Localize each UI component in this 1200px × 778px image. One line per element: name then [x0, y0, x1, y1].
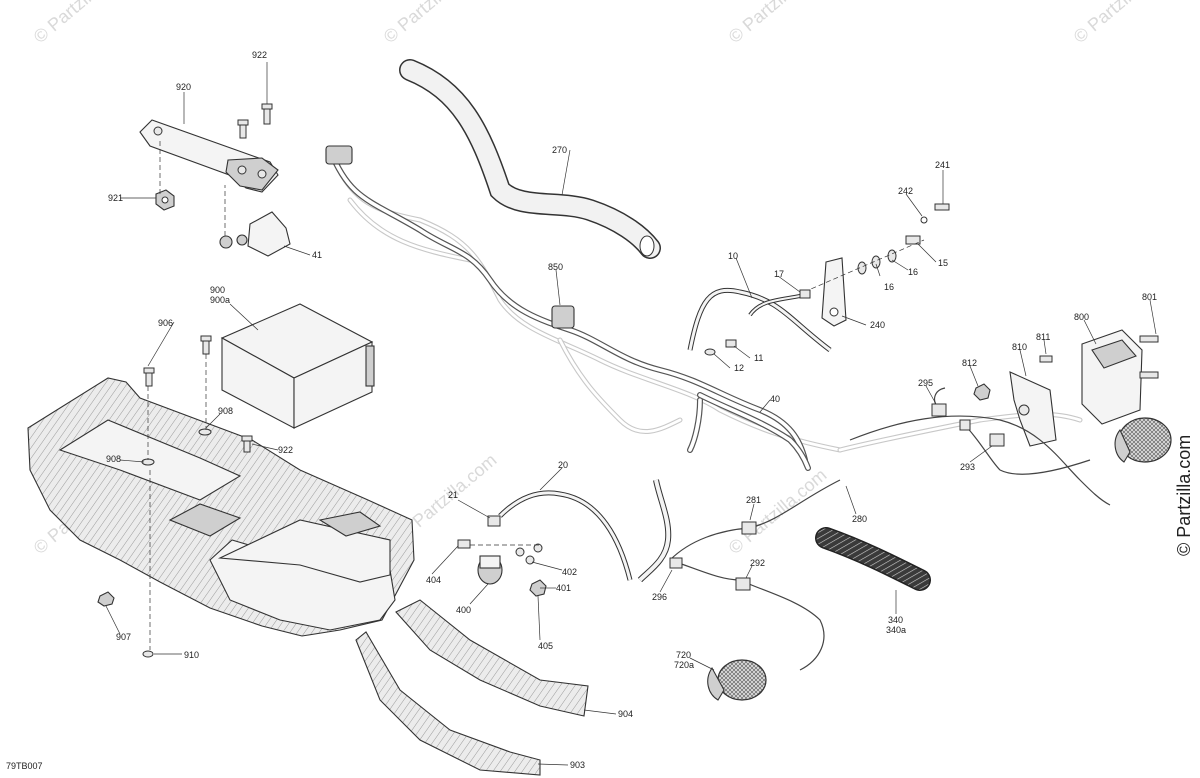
- callout-900: 900: [210, 285, 225, 295]
- callout-811: 811: [1036, 332, 1050, 342]
- callout-904: 904: [618, 709, 633, 719]
- callout-405: 405: [538, 641, 553, 651]
- corrugated-tube-340: [815, 527, 931, 591]
- watermark-text: © Partzilla.com: [380, 0, 486, 47]
- light-right: [1114, 417, 1172, 463]
- watermark-text: © Partzilla.com: [725, 0, 831, 47]
- callout-labels: 922 920 921 41 900 900a 906 908 922 908 …: [106, 50, 1157, 770]
- callout-907: 907: [116, 632, 131, 642]
- cable-20: [487, 479, 672, 583]
- callout-241: 241: [935, 160, 950, 170]
- callout-11: 11: [754, 353, 763, 363]
- callout-292: 292: [750, 558, 765, 568]
- callout-720: 720: [676, 650, 691, 660]
- callout-270: 270: [552, 145, 567, 155]
- callout-400: 400: [456, 605, 471, 615]
- tray-fasteners: [97, 335, 253, 658]
- bracket-810: [1009, 371, 1057, 447]
- callout-720a: 720a: [674, 660, 694, 670]
- watermark-text: © Partzilla.com: [30, 0, 136, 47]
- callout-16: 16: [908, 267, 918, 277]
- callout-921: 921: [108, 193, 123, 203]
- callout-900a: 900a: [210, 295, 230, 305]
- relay-400: [457, 539, 547, 597]
- callout-922: 922: [278, 445, 293, 455]
- callout-906: 906: [158, 318, 173, 328]
- callout-295: 295: [918, 378, 933, 388]
- bracket-240: [821, 257, 847, 327]
- washers-16: [857, 203, 950, 275]
- harness-right: [849, 387, 1111, 506]
- watermark-text: © Partzilla.com: [725, 465, 831, 558]
- panel-904: [395, 599, 589, 717]
- main-harness-850: [325, 145, 808, 463]
- callout-12: 12: [734, 363, 744, 373]
- callout-404: 404: [426, 575, 441, 585]
- air-duct-270: [399, 59, 661, 259]
- callout-903: 903: [570, 760, 585, 770]
- bolt-922-top: [237, 103, 273, 139]
- callout-17: 17: [774, 269, 784, 279]
- callout-920: 920: [176, 82, 191, 92]
- diagram-code: 79TB007: [6, 761, 43, 771]
- callout-401: 401: [556, 583, 571, 593]
- callout-280: 280: [852, 514, 867, 524]
- harness-lower: [669, 479, 841, 671]
- copyright-text: © Partzilla.com: [1174, 435, 1194, 556]
- cable-10: [687, 288, 832, 352]
- callout-922: 922: [252, 50, 267, 60]
- small-fasteners: [704, 289, 811, 356]
- callout-242: 242: [898, 186, 913, 196]
- callout-240: 240: [870, 320, 885, 330]
- callout-810: 810: [1012, 342, 1027, 352]
- callout-16: 16: [884, 282, 894, 292]
- battery-tray: [27, 377, 415, 637]
- nut-921: [155, 189, 175, 211]
- callout-801: 801: [1142, 292, 1157, 302]
- callout-40: 40: [770, 394, 780, 404]
- callout-908: 908: [218, 406, 233, 416]
- callout-908: 908: [106, 454, 121, 464]
- callout-296: 296: [652, 592, 667, 602]
- callout-293: 293: [960, 462, 975, 472]
- callout-812: 812: [962, 358, 977, 368]
- callout-10: 10: [728, 251, 738, 261]
- callout-41: 41: [312, 250, 322, 260]
- panel-903: [355, 631, 541, 776]
- callout-910: 910: [184, 650, 199, 660]
- harness-40: [697, 392, 811, 471]
- battery-900: [220, 303, 375, 429]
- watermark-text: © Partzilla.com: [1070, 0, 1176, 47]
- module-800: [1081, 329, 1159, 425]
- callout-800: 800: [1074, 312, 1089, 322]
- callout-20: 20: [558, 460, 568, 470]
- callout-281: 281: [746, 495, 761, 505]
- leader-lines: [105, 62, 1157, 766]
- battery-bracket-920: [139, 119, 279, 193]
- frame-ghost: [327, 147, 1083, 453]
- callout-340: 340: [888, 615, 903, 625]
- fasteners-811-812: [973, 355, 1053, 416]
- callout-15: 15: [938, 258, 948, 268]
- callout-850: 850: [548, 262, 563, 272]
- callout-340a: 340a: [886, 625, 906, 635]
- terminal-cover-41: [219, 211, 291, 257]
- callout-402: 402: [562, 567, 577, 577]
- light-lower-720: [707, 659, 767, 701]
- dash-line: [803, 239, 925, 293]
- callout-21: 21: [448, 490, 458, 500]
